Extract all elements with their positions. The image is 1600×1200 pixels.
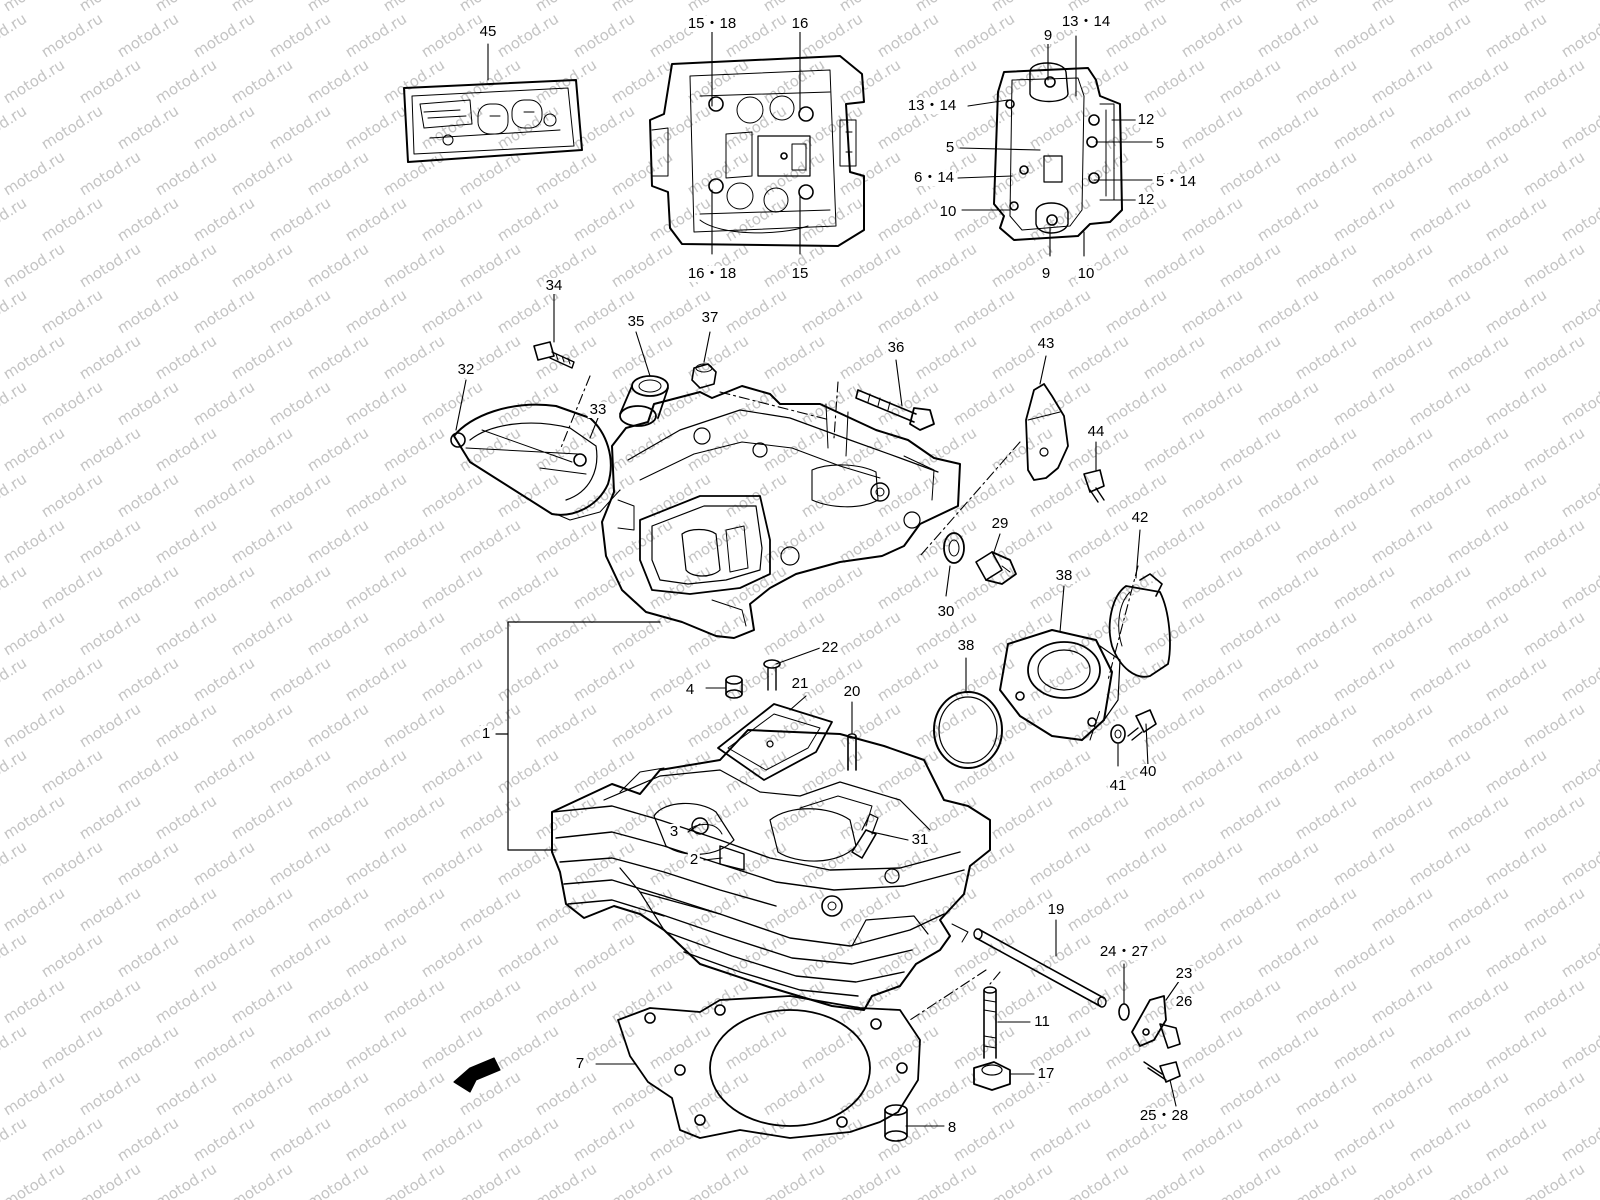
callout-3: 3	[667, 823, 681, 840]
callout-38-left: 38	[955, 637, 977, 654]
callout-32: 32	[455, 361, 477, 378]
bolt-44	[1083, 469, 1105, 503]
callout-25-28: 25・28	[1137, 1107, 1191, 1124]
callout-7: 7	[573, 1055, 587, 1072]
screw-22	[763, 659, 781, 691]
callout-26: 26	[1173, 993, 1195, 1010]
bolt-25-28	[1143, 1061, 1181, 1083]
pin-19	[973, 928, 1107, 1008]
callout-44: 44	[1085, 423, 1107, 440]
cylinder-head-cover	[601, 385, 961, 639]
cover-top-view	[993, 62, 1123, 241]
callout-20: 20	[841, 683, 863, 700]
stud-11	[983, 986, 997, 1059]
dowel-4	[725, 675, 743, 699]
callout-37: 37	[699, 309, 721, 326]
callout-9-top: 9	[1041, 27, 1055, 44]
callout-22: 22	[819, 639, 841, 656]
callout-21: 21	[789, 675, 811, 692]
callout-24-27: 24・27	[1097, 943, 1151, 960]
head-gasket-7	[617, 995, 921, 1139]
leader-lines	[455, 27, 1185, 1127]
cylinder-head	[551, 729, 991, 1011]
plug-29	[975, 551, 1017, 585]
callout-45: 45	[477, 23, 499, 40]
callout-2: 2	[687, 851, 701, 868]
bolt-34	[533, 341, 575, 369]
fitting-23-26	[1131, 995, 1181, 1049]
washer-30	[943, 532, 965, 564]
callout-5-14: 5・14	[1153, 173, 1199, 190]
seal-35	[619, 375, 669, 427]
callout-15: 15	[789, 265, 811, 282]
bolt-36	[855, 389, 935, 431]
callout-9-bottom: 9	[1039, 265, 1053, 282]
nut-37	[691, 363, 717, 389]
o-ring-38	[933, 691, 1003, 769]
callout-16-18: 16・18	[685, 265, 739, 282]
dowel-8	[884, 1104, 908, 1142]
callout-4: 4	[683, 681, 697, 698]
callout-34: 34	[543, 277, 565, 294]
callout-15-18: 15・18	[685, 15, 739, 32]
callout-13-14-top: 13・14	[1059, 13, 1113, 30]
fwd-badge-text: FWD	[471, 1061, 496, 1080]
callout-38-top: 38	[1053, 567, 1075, 584]
callout-17: 17	[1035, 1065, 1057, 1082]
callout-5-right: 5	[1153, 135, 1167, 152]
bracket-43	[1025, 383, 1069, 481]
fwd-arrow-icon: FWD	[453, 1057, 501, 1093]
callout-5-left: 5	[943, 139, 957, 156]
callout-16: 16	[789, 15, 811, 32]
callout-41: 41	[1107, 777, 1129, 794]
callout-31: 31	[909, 831, 931, 848]
callout-42: 42	[1129, 509, 1151, 526]
callout-36: 36	[885, 339, 907, 356]
callout-30: 30	[935, 603, 957, 620]
callout-8: 8	[945, 1119, 959, 1136]
side-cover-32	[450, 403, 621, 521]
intake-pipe-38	[999, 629, 1121, 741]
callout-12-top: 12	[1135, 111, 1157, 128]
callout-19: 19	[1045, 901, 1067, 918]
callout-11: 11	[1032, 1013, 1052, 1030]
gasket-set-45	[403, 79, 583, 163]
callout-23: 23	[1173, 965, 1195, 982]
stud-20	[847, 733, 857, 771]
callout-43: 43	[1035, 335, 1057, 352]
callout-35: 35	[625, 313, 647, 330]
nut-17	[973, 1061, 1011, 1091]
dash-dot-lines	[559, 375, 1139, 1021]
callout-33: 33	[587, 401, 609, 418]
callout-10-left: 10	[937, 203, 959, 220]
callout-1: 1	[479, 725, 493, 742]
callout-13-14-left: 13・14	[905, 97, 959, 114]
callout-10-bottom: 10	[1075, 265, 1097, 282]
group-bracket-1	[495, 621, 661, 851]
callout-12-bottom: 12	[1135, 191, 1157, 208]
cylinder-head-top-view	[649, 55, 865, 247]
callout-40: 40	[1137, 763, 1159, 780]
callout-29: 29	[989, 515, 1011, 532]
o-ring-24-27	[1118, 1003, 1130, 1021]
bolt-40	[1127, 709, 1157, 741]
washer-41	[1110, 724, 1126, 744]
callout-6-14: 6・14	[911, 169, 957, 186]
clamp-42	[1108, 573, 1171, 678]
plate-21	[717, 703, 833, 781]
